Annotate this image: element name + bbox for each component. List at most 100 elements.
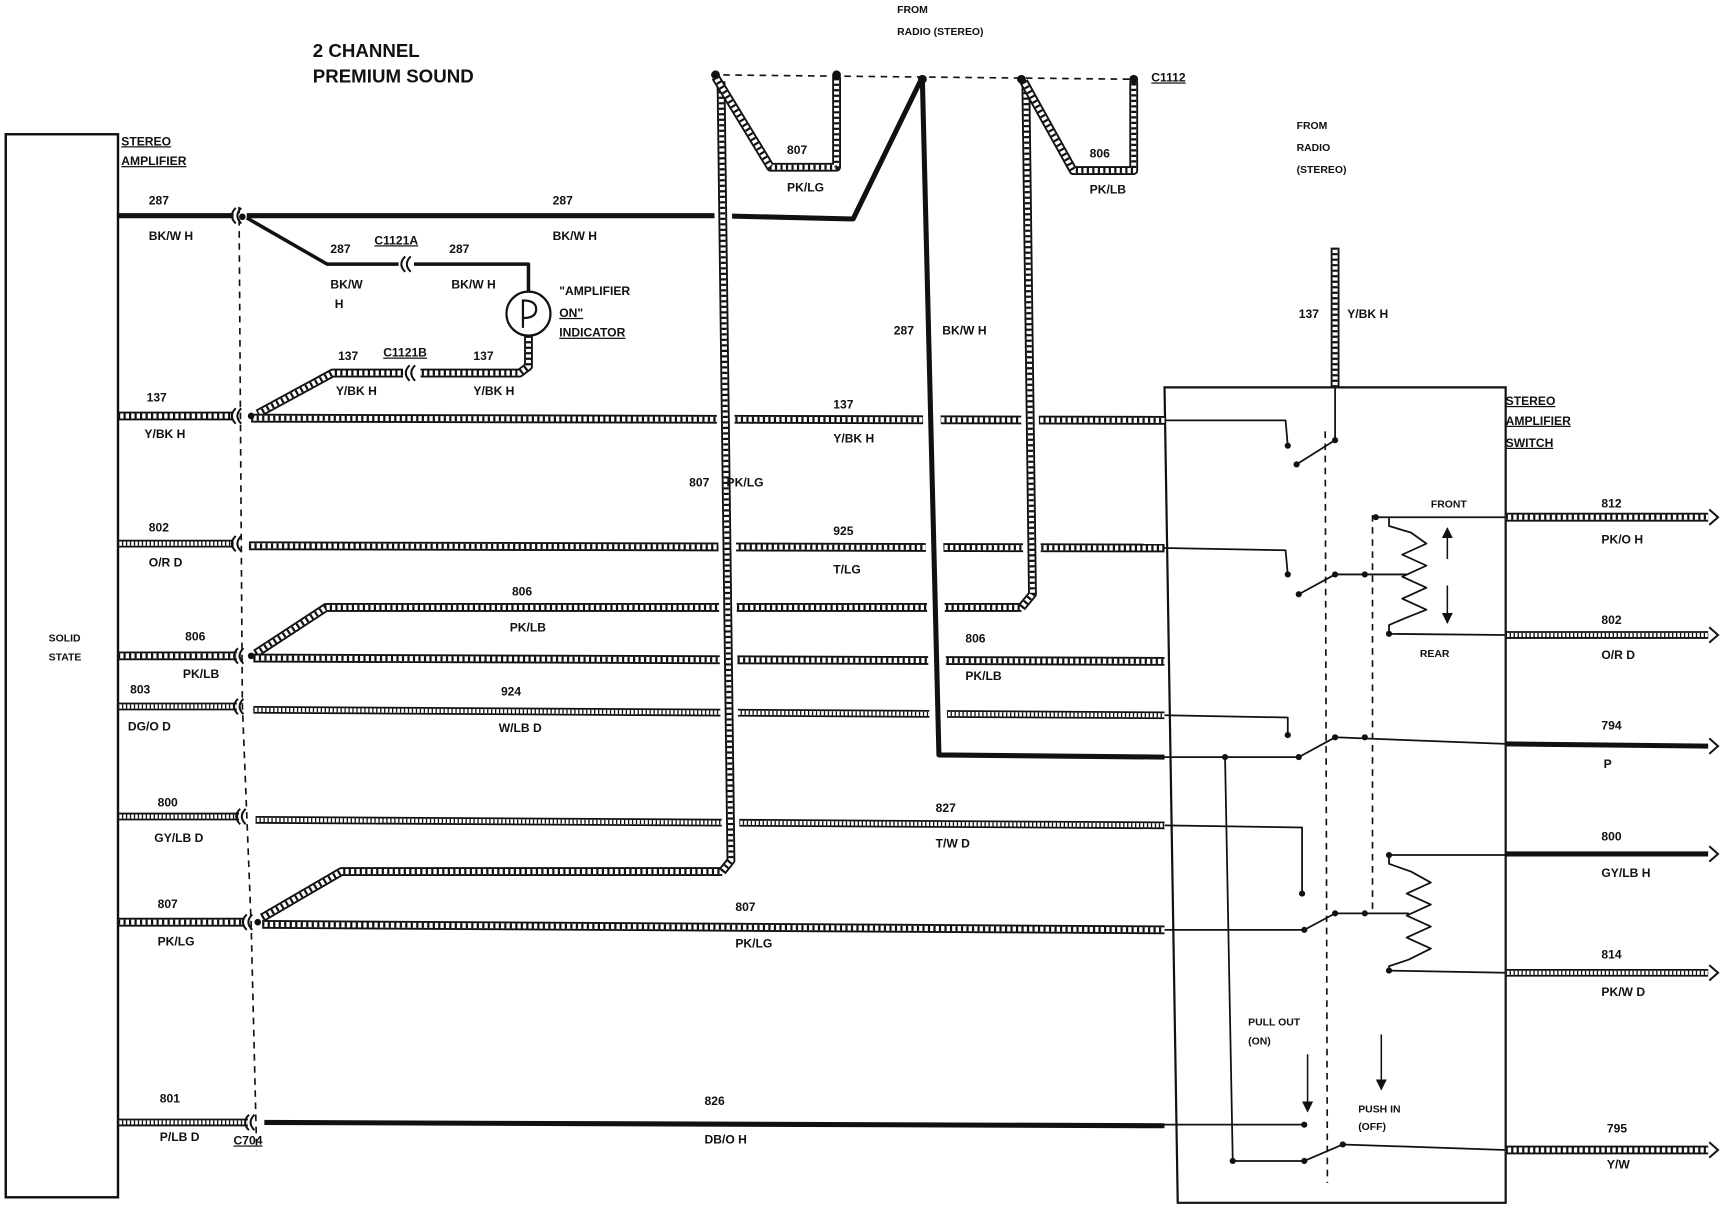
output-chevron-icon — [1708, 964, 1720, 982]
fader-rear-output — [1389, 632, 1506, 636]
wire-287-main — [246, 80, 923, 222]
from-radio-top-label: FROM — [897, 5, 928, 16]
amplifier-switch-label: SWITCH — [1506, 436, 1554, 450]
wire-color-label: DB/O H — [705, 1132, 747, 1146]
wire-806-top-loop-stroke — [1021, 80, 1137, 174]
junction-dot — [247, 412, 255, 420]
output-chevron-icon — [1708, 626, 1720, 644]
wire-circuit-label: 826 — [705, 1094, 725, 1108]
wire-circuit-label: 806 — [965, 632, 985, 646]
wire-806-upper-run-stroke — [254, 604, 1022, 656]
stereo-amplifier-label: STEREO — [121, 134, 171, 148]
wire-color-label: BK/W H — [942, 324, 986, 338]
junction-dot — [254, 918, 262, 926]
stereo-amplifier-label: AMPLIFIER — [121, 154, 186, 168]
wire-circuit-label: 806 — [512, 584, 532, 598]
switch-contact-dot — [1301, 926, 1308, 933]
output-chevron-icon — [1708, 737, 1720, 755]
wire-807-vertical — [716, 81, 736, 875]
connector-c1121b-terminal — [404, 364, 416, 382]
wire-color-label: DG/O D — [128, 720, 171, 734]
switch-contact-dot — [1361, 571, 1368, 578]
wire-color-label: O/R D — [149, 556, 183, 570]
wire-circuit-label: 800 — [158, 796, 178, 810]
wire-807-main — [262, 919, 1165, 935]
connector-c1112-terminal — [832, 70, 841, 80]
wire-826-main — [264, 1119, 1165, 1129]
connector-c704-terminal — [230, 535, 242, 553]
wire-807-vertical-stroke — [718, 81, 734, 874]
junction-dot — [247, 652, 255, 660]
symbol-layer — [230, 206, 416, 1152]
switch-137-blade — [1296, 439, 1336, 466]
wire-circuit-label: 802 — [1601, 613, 1621, 627]
wire-827-main — [255, 815, 1165, 830]
wire-287-main-stroke — [246, 80, 923, 222]
junction-dot — [239, 213, 246, 221]
from-radio-top-label: RADIO (STEREO) — [897, 27, 983, 38]
fader-resistor-2-stroke — [1388, 855, 1432, 971]
wire-806-main-stroke — [253, 655, 1165, 664]
wire-137-main-stroke — [251, 415, 1165, 423]
switch-795-output — [1342, 1143, 1506, 1151]
switch-internal-layer — [1164, 387, 1720, 1183]
switch-contact-dot — [1229, 1157, 1236, 1165]
amplifier-on-indicator-lamp — [505, 290, 552, 337]
wire-826-main-stroke — [264, 1119, 1165, 1129]
solid-state-label: STATE — [49, 652, 82, 663]
wire-circuit-label: 287 — [330, 242, 350, 256]
output-chevron-icon — [1708, 508, 1720, 526]
wire-circuit-label: 137 — [147, 391, 167, 405]
wire-color-label: P/LB D — [160, 1130, 200, 1144]
wire-color-label: PK/LB — [183, 667, 220, 681]
connector-c1112-label: C1112 — [1151, 70, 1186, 84]
wire-circuit-label: 287 — [149, 194, 169, 208]
pull-out-label: PULL OUT — [1248, 1018, 1301, 1029]
connector-c704-terminal — [230, 407, 242, 425]
switch-common-link — [1224, 757, 1305, 1162]
switch-contact-dot — [1385, 851, 1393, 859]
wire-806-top-loop-stroke — [1021, 80, 1137, 174]
connector-c1112-terminal — [1017, 74, 1026, 84]
connector-c704-terminal — [230, 207, 242, 225]
wire-color-label: Y/BK H — [473, 384, 514, 398]
wire-color-label: PK/LB — [965, 669, 1002, 683]
wire-color-label: BK/W — [330, 277, 363, 291]
switch-137-input — [1164, 419, 1289, 446]
wire-circuit-label: 794 — [1601, 719, 1621, 733]
pull-out-label: (ON) — [1248, 1036, 1271, 1047]
solid-state-amplifier-box — [4, 133, 120, 1199]
wire-color-label: W/LB D — [499, 721, 542, 735]
fader-resistor-2 — [1388, 855, 1432, 971]
wire-circuit-label: 802 — [149, 521, 169, 535]
wire-color-label: PK/LG — [787, 180, 824, 194]
top-wire-layer — [711, 70, 1340, 388]
switch-mechanical-link-stroke — [1324, 431, 1329, 1183]
wire-color-label: T/LG — [833, 562, 861, 576]
wire-color-label: BK/W H — [149, 229, 193, 243]
wire-color-label: GY/LB H — [1601, 866, 1650, 880]
wire-925-main — [248, 541, 1165, 553]
wire-circuit-label: 137 — [338, 349, 358, 363]
switch-807-blade-stroke — [1303, 912, 1336, 931]
wire-color-label: Y/W — [1607, 1158, 1630, 1172]
wire-color-label: PK/LB — [510, 621, 547, 635]
wire-circuit-label: 806 — [1090, 146, 1110, 160]
wire-806-vertical — [1018, 83, 1037, 611]
stereo-amplifier-switch-box — [1163, 386, 1507, 1204]
connector-c1112-terminal — [711, 70, 720, 80]
indicator-label: ON" — [559, 306, 583, 320]
wire-color-label: Y/BK H — [833, 431, 874, 445]
switch-contact-dot — [1295, 591, 1302, 598]
wire-807-lower-run — [259, 867, 723, 922]
switch-137-blade-stroke — [1296, 439, 1336, 466]
wire-137-branch — [255, 368, 404, 418]
wire-137-branch-stroke — [256, 370, 404, 416]
wire-827-main-stroke — [255, 817, 1165, 828]
wire-806-upper-run-stroke — [254, 604, 1022, 656]
wire-color-label: PK/W D — [1601, 985, 1645, 999]
wire-color-label: P — [1604, 757, 1612, 771]
vertical-wire-layer — [716, 81, 1165, 875]
switch-137-input-stroke — [1164, 419, 1289, 446]
